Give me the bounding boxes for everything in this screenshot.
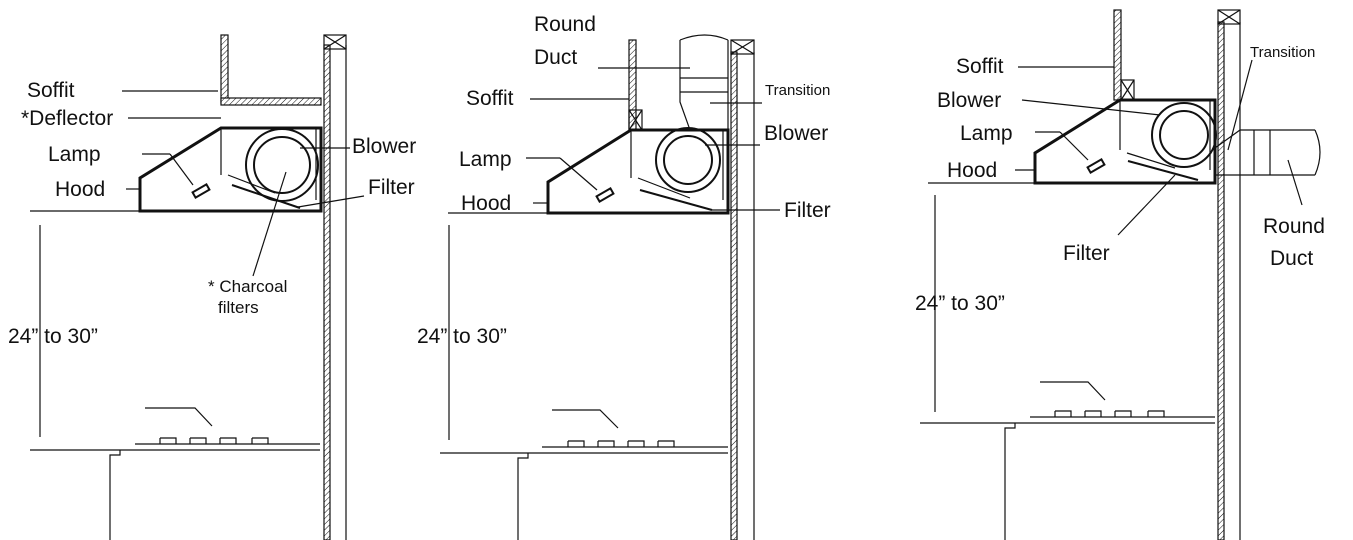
filter-label: Filter: [1063, 242, 1110, 265]
filter-line: [639, 189, 713, 211]
cooktop: [1004, 410, 1215, 540]
hood-label: Hood: [947, 159, 997, 182]
soffit-wall: [628, 39, 637, 131]
deflector-label: *Deflector: [21, 107, 113, 130]
round-duct-label-1: Round: [534, 13, 596, 36]
round-duct: [679, 34, 729, 93]
hood-label: Hood: [461, 192, 511, 215]
soffit-label: Soffit: [466, 87, 514, 110]
panel-vertical-duct: Round Duct Soffit Transition Blower Lamp…: [417, 13, 831, 540]
blower-inner: [253, 136, 311, 194]
blower-label: Blower: [352, 135, 416, 158]
blower-outer: [1151, 102, 1217, 168]
filter-label: Filter: [368, 176, 415, 199]
cooktop: [109, 437, 320, 540]
back-wall-cap: [323, 34, 347, 50]
blower-label: Blower: [937, 89, 1001, 112]
filter-line: [1127, 160, 1199, 181]
filter-label: Filter: [784, 199, 831, 222]
lamp-label: Lamp: [48, 143, 101, 166]
soffit-wall: [220, 34, 229, 104]
round-duct-label-2: Duct: [534, 46, 577, 69]
cooktop-pointer: [552, 409, 619, 429]
transition: [1214, 129, 1241, 176]
height-label: 24” to 30”: [8, 325, 98, 348]
hood-label: Hood: [55, 178, 105, 201]
soffit-label: Soffit: [27, 79, 75, 102]
lamp-label: Lamp: [459, 148, 512, 171]
cooktop-pointer: [145, 407, 213, 427]
lamp-icon: [595, 187, 615, 203]
soffit-label: Soffit: [956, 55, 1004, 78]
cooktop: [517, 440, 728, 540]
charcoal-filters-label-2: filters: [218, 298, 259, 317]
height-label: 24” to 30”: [915, 292, 1005, 315]
filter-line: [231, 184, 301, 209]
round-duct-label-1: Round: [1263, 215, 1325, 238]
charcoal-filters-label-1: * Charcoal: [208, 277, 287, 296]
blower-label: Blower: [764, 122, 828, 145]
transition-label: Transition: [1250, 44, 1315, 61]
lamp-icon: [1086, 158, 1106, 174]
transition-label: Transition: [765, 82, 830, 99]
hood-body: [1033, 98, 1217, 185]
back-wall-hatch: [730, 51, 738, 540]
blower-outer: [655, 127, 721, 193]
panel-recirculating: Soffit *Deflector Blower Lamp Hood Filte…: [8, 34, 416, 540]
panel-horizontal-duct: Soffit Transition Blower Lamp Hood Filte…: [915, 9, 1325, 540]
deflector-bar: [220, 97, 322, 106]
back-wall-hatch: [323, 44, 331, 540]
blower-outer: [245, 128, 319, 202]
blower-inner: [1159, 110, 1209, 160]
height-label: 24” to 30”: [417, 325, 507, 348]
hood-body: [138, 126, 323, 213]
soffit-wall: [1113, 9, 1122, 101]
round-duct-label-2: Duct: [1270, 247, 1313, 270]
back-wall-hatch: [1217, 21, 1225, 540]
lamp-icon: [191, 183, 211, 199]
round-duct: [1240, 129, 1321, 176]
lamp-label: Lamp: [960, 122, 1013, 145]
transition: [679, 92, 729, 131]
blower-inner: [663, 135, 713, 185]
cooktop-pointer: [1040, 381, 1106, 401]
